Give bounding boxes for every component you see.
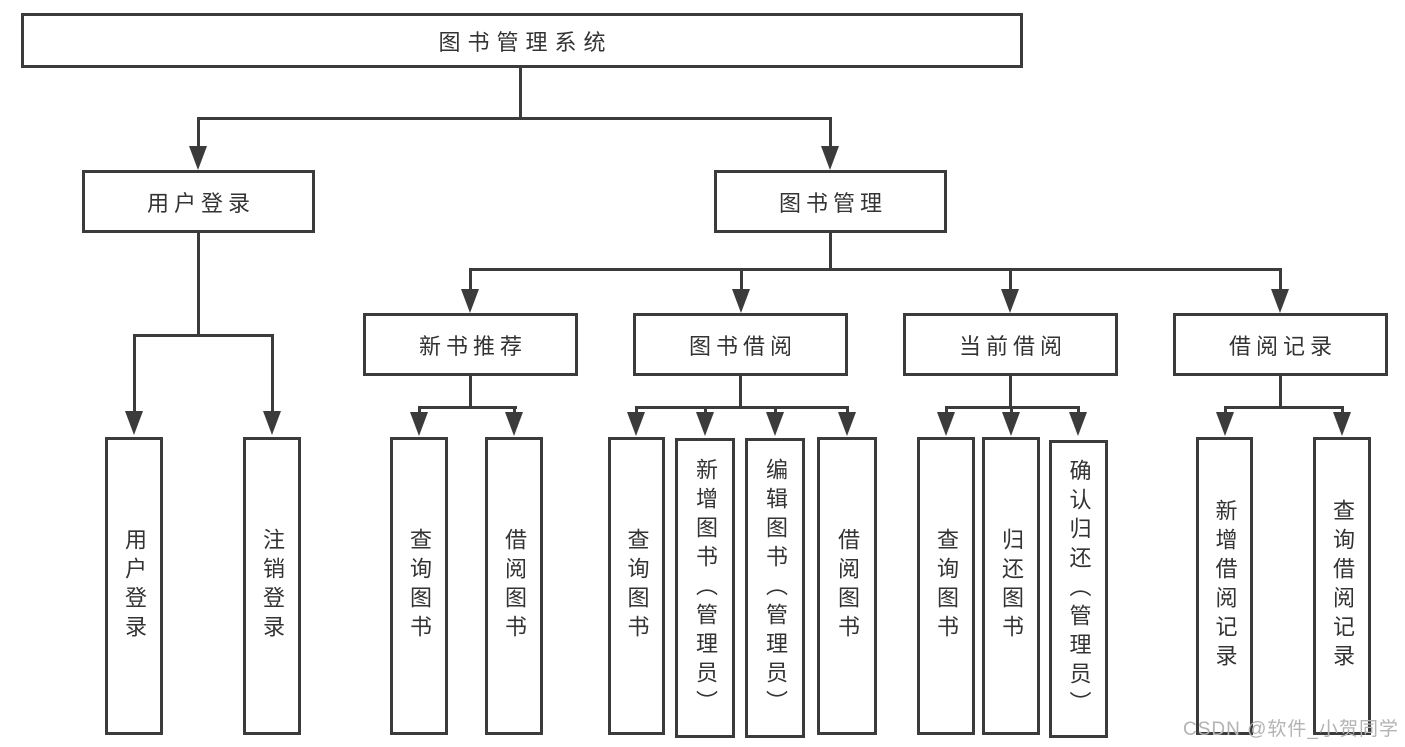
leaf-borrow-books-recommend: 借阅图书 (485, 437, 543, 735)
connector (945, 406, 948, 415)
arrow-head-icon (1333, 412, 1351, 436)
arrow-head-icon (838, 412, 856, 436)
connector (519, 66, 522, 118)
connector (1009, 376, 1012, 408)
leaf-query-books-borrow: 查询图书 (608, 437, 665, 735)
node-user-login-label: 用户登录 (146, 190, 255, 216)
arrow-head-icon (1002, 412, 1020, 436)
node-new-book-recommend-label: 新书推荐 (418, 333, 527, 359)
node-book-borrow: 图书借阅 (633, 313, 848, 376)
node-library-system: 图书管理系统 (21, 13, 1023, 68)
leaf-return-books-label: 归还图书 (999, 528, 1024, 644)
connector (846, 406, 849, 415)
leaf-user-login-label: 用户登录 (122, 528, 147, 644)
connector (739, 376, 742, 408)
connector (271, 334, 274, 414)
connector (1077, 406, 1080, 415)
leaf-user-login: 用户登录 (105, 437, 163, 735)
connector (133, 334, 136, 414)
leaf-logout-label: 注销登录 (260, 528, 285, 644)
connector (1009, 268, 1012, 291)
arrow-head-icon (410, 412, 428, 436)
connector (513, 406, 516, 415)
connector (1224, 406, 1344, 409)
node-current-borrow-label: 当前借阅 (958, 333, 1067, 359)
arrow-head-icon (263, 411, 281, 435)
csdn-watermark: CSDN @软件_小贺同学 (1183, 719, 1399, 740)
connector (829, 233, 832, 271)
node-borrow-record: 借阅记录 (1173, 313, 1388, 376)
connector (740, 268, 743, 291)
leaf-query-books-current-label: 查询图书 (934, 528, 959, 644)
leaf-query-books-borrow-label: 查询图书 (624, 528, 650, 644)
connector (469, 376, 472, 408)
arrow-head-icon (1001, 289, 1019, 313)
connector (469, 268, 1282, 271)
connector (418, 406, 421, 415)
arrow-head-icon (125, 411, 143, 435)
connector (197, 233, 200, 335)
connector (635, 406, 849, 409)
connector (197, 117, 832, 120)
connector (133, 334, 274, 337)
arrow-head-icon (821, 146, 839, 170)
arrow-head-icon (732, 289, 750, 313)
arrow-head-icon (1271, 289, 1289, 313)
connector (418, 406, 517, 409)
leaf-logout: 注销登录 (243, 437, 301, 735)
node-library-system-label: 图书管理系统 (438, 29, 613, 55)
connector (1279, 376, 1282, 408)
node-new-book-recommend: 新书推荐 (363, 313, 578, 376)
arrow-head-icon (1069, 412, 1087, 436)
leaf-query-borrow-record-label: 查询借阅记录 (1330, 499, 1355, 673)
leaf-query-books-recommend: 查询图书 (390, 437, 448, 735)
arrow-head-icon (1216, 412, 1234, 436)
node-current-borrow: 当前借阅 (903, 313, 1118, 376)
connector (1010, 406, 1013, 415)
connector (197, 117, 200, 148)
connector (829, 117, 832, 148)
node-book-borrow-label: 图书借阅 (688, 333, 797, 359)
arrow-head-icon (189, 146, 207, 170)
connector (469, 268, 472, 291)
leaf-add-borrow-record: 新增借阅记录 (1196, 437, 1253, 735)
connector (704, 406, 707, 415)
leaf-add-borrow-record-label: 新增借阅记录 (1212, 499, 1238, 673)
connector (1341, 406, 1344, 415)
leaf-edit-books-admin-label: 编辑图书（管理员） (763, 457, 788, 719)
arrow-head-icon (505, 412, 523, 436)
leaf-query-books-current: 查询图书 (917, 437, 975, 735)
arrow-head-icon (461, 289, 479, 313)
arrow-head-icon (696, 412, 714, 436)
leaf-borrow-books-label: 借阅图书 (835, 528, 860, 644)
connector (635, 406, 638, 415)
leaf-confirm-return-admin-label: 确认归还（管理员） (1066, 458, 1092, 720)
arrow-head-icon (937, 412, 955, 436)
leaf-return-books: 归还图书 (982, 437, 1040, 735)
leaf-borrow-books: 借阅图书 (817, 437, 877, 735)
leaf-query-books-recommend-label: 查询图书 (407, 528, 432, 644)
connector (1224, 406, 1227, 415)
node-book-management-label: 图书管理 (778, 190, 887, 216)
leaf-edit-books-admin: 编辑图书（管理员） (745, 438, 805, 738)
node-book-management: 图书管理 (714, 170, 947, 233)
leaf-borrow-books-recommend-label: 借阅图书 (502, 528, 527, 644)
leaf-confirm-return-admin: 确认归还（管理员） (1049, 440, 1108, 738)
leaf-query-borrow-record: 查询借阅记录 (1313, 437, 1371, 735)
node-user-login: 用户登录 (82, 170, 315, 233)
arrow-head-icon (627, 412, 645, 436)
connector (1279, 268, 1282, 291)
arrow-head-icon (766, 412, 784, 436)
leaf-add-books-admin: 新增图书（管理员） (675, 438, 735, 738)
node-borrow-record-label: 借阅记录 (1228, 333, 1337, 359)
connector (774, 406, 777, 415)
leaf-add-books-admin-label: 新增图书（管理员） (693, 457, 718, 719)
